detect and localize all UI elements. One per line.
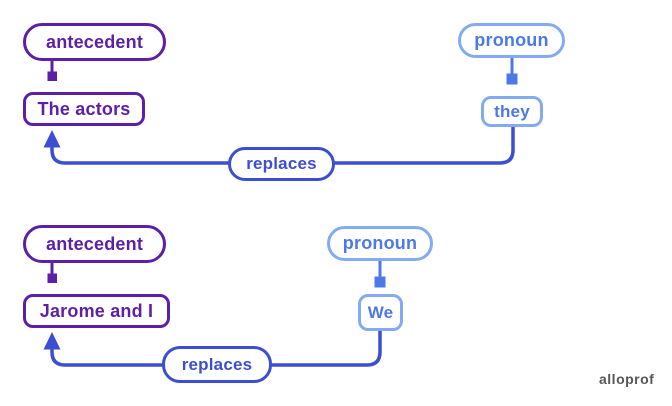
pronoun-connector-top bbox=[506, 56, 518, 85]
pronoun-word: they bbox=[494, 101, 530, 121]
antecedent-word: Jarome and I bbox=[39, 300, 154, 321]
replaces-pill-bottom: replaces bbox=[162, 346, 272, 383]
square-arrowhead-icon bbox=[374, 276, 386, 288]
pronoun-tag-pill-top: pronoun bbox=[458, 23, 565, 58]
square-arrowhead-icon bbox=[506, 73, 518, 85]
square-arrowhead-icon bbox=[47, 71, 57, 81]
antecedent-tag-pill-top: antecedent bbox=[23, 23, 166, 61]
replaces-label: replaces bbox=[181, 354, 253, 374]
replaces-pill-top: replaces bbox=[228, 147, 335, 181]
antecedent-tag-label: antecedent bbox=[45, 233, 144, 254]
pronoun-word-box-bottom: We bbox=[358, 294, 403, 331]
antecedent-word-box-bottom: Jarome and I bbox=[23, 294, 170, 328]
pronoun-word-box-top: they bbox=[481, 96, 543, 127]
antecedent-word-box-top: The actors bbox=[23, 92, 145, 126]
arrow-up-icon bbox=[43, 130, 61, 148]
pronoun-connector-bottom bbox=[374, 259, 386, 288]
antecedent-word: The actors bbox=[37, 98, 131, 119]
pronoun-tag-label: pronoun bbox=[474, 30, 549, 50]
replaces-label: replaces bbox=[246, 154, 317, 173]
alloprof-logo: alloprof bbox=[599, 371, 655, 387]
arrow-up-icon bbox=[43, 332, 61, 350]
square-arrowhead-icon bbox=[47, 273, 57, 283]
antecedent-tag-pill-bottom: antecedent bbox=[23, 225, 166, 263]
pronoun-tag-label: pronoun bbox=[342, 233, 418, 253]
antecedent-connector-top bbox=[47, 59, 57, 81]
pronoun-tag-pill-bottom: pronoun bbox=[327, 226, 433, 261]
antecedent-connector-bottom bbox=[47, 261, 57, 283]
antecedent-tag-label: antecedent bbox=[45, 31, 144, 52]
pronoun-word: We bbox=[367, 302, 394, 322]
